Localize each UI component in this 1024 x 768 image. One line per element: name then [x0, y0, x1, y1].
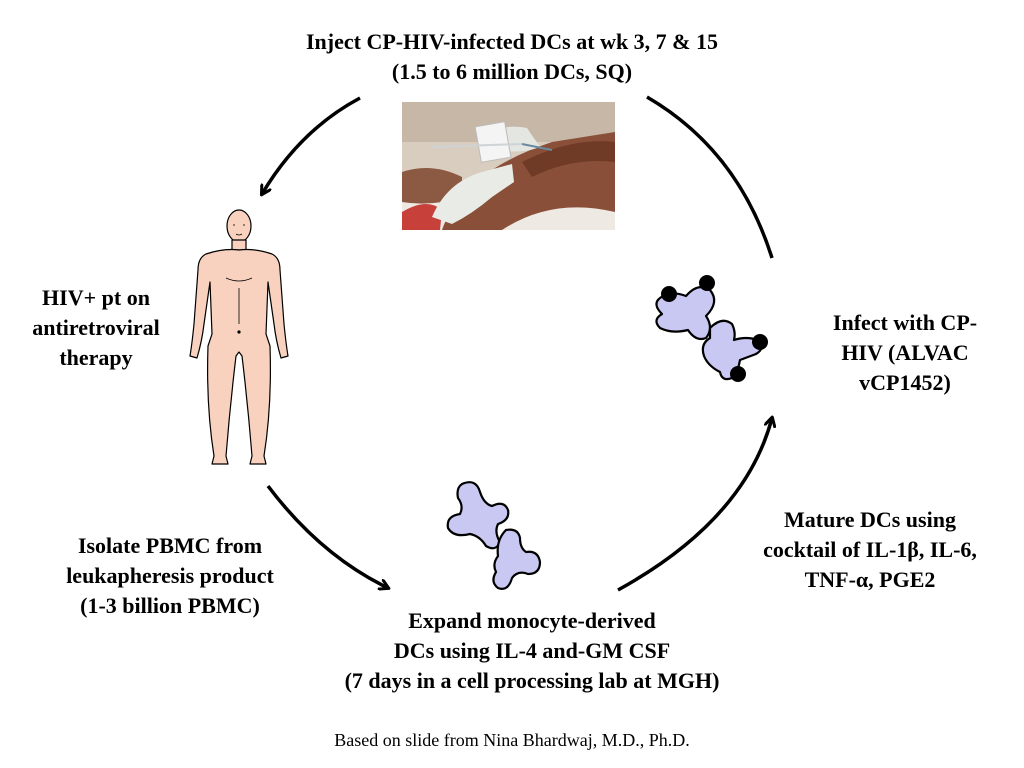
step-patient-label: HIV+ pt on antiretroviral therapy	[6, 283, 186, 373]
patient-line3: therapy	[59, 345, 133, 370]
inject-line1: Inject CP-HIV-infected DCs at wk 3, 7 & …	[305, 29, 719, 54]
infect-line1: Infect with CP-	[832, 310, 978, 335]
patient-figure	[189, 209, 289, 465]
step-inject-label: Inject CP-HIV-infected DCs at wk 3, 7 & …	[212, 27, 812, 87]
isolate-line1: Isolate PBMC from	[77, 533, 263, 558]
expand-line3: (7 days in a cell processing lab at MGH)	[344, 668, 720, 693]
patient-line2: antiretroviral	[32, 315, 160, 340]
mature-line1: Mature DCs using	[784, 507, 956, 532]
mature-line2: cocktail of IL-1β, IL-6,	[763, 537, 977, 562]
arrow-infect-to-inject	[646, 95, 774, 259]
isolate-line3: (1-3 billion PBMC)	[80, 593, 260, 618]
infect-line2: HIV (ALVAC	[841, 340, 969, 365]
source-footnote: Based on slide from Nina Bhardwaj, M.D.,…	[334, 730, 690, 750]
arrow-inject-to-patient	[262, 96, 361, 194]
step-infect-label: Infect with CP- HIV (ALVAC vCP1452)	[800, 308, 1010, 398]
patient-line1: HIV+ pt on	[42, 285, 150, 310]
step-expand-label: Expand monocyte-derived DCs using IL-4 a…	[262, 606, 802, 696]
injection-photo	[402, 102, 615, 230]
infect-line3: vCP1452)	[859, 370, 951, 395]
expand-line2: DCs using IL-4 and-GM CSF	[393, 638, 671, 663]
step-isolate-label: Isolate PBMC from leukapheresis product …	[20, 531, 320, 621]
arrow-patient-to-expand	[266, 484, 388, 588]
expanded-dendritic-cells	[446, 481, 542, 590]
inject-line2: (1.5 to 6 million DCs, SQ)	[391, 59, 633, 84]
expand-line1: Expand monocyte-derived	[408, 608, 656, 633]
mature-line3: TNF-α, PGE2	[804, 567, 936, 592]
isolate-line2: leukapheresis product	[66, 563, 274, 588]
arrow-expand-to-infect	[617, 418, 772, 592]
infected-dendritic-cells	[655, 275, 768, 382]
step-mature-label: Mature DCs using cocktail of IL-1β, IL-6…	[720, 505, 1020, 595]
